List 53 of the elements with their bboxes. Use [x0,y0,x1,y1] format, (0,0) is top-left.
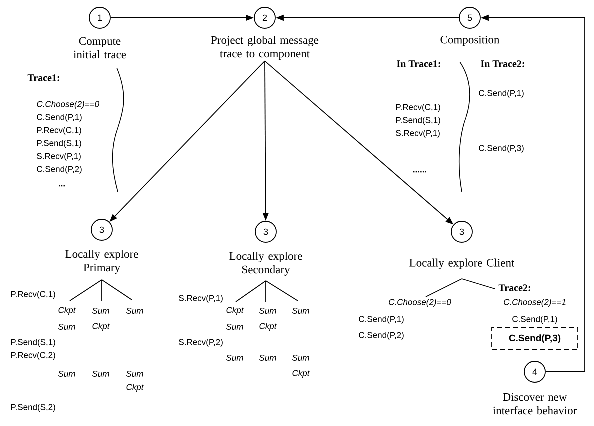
trace-entry: Sum [292,308,310,314]
trace-entry: Sum [226,324,244,330]
trace-entry: C.Send(P,1) [479,90,524,98]
trace-entry: Sum [58,324,76,330]
ellipsis: ...... [414,171,426,173]
trace-entry: Sum [292,355,310,361]
trace-entry: P.Send(S,1) [11,339,56,347]
trace-entry: S.Recv(P,1) [37,153,81,161]
ellipsis: ... [59,185,65,187]
trace-heading: In Trace2: [481,60,524,68]
trace-entry: C.Send(P,2) [359,332,404,340]
step-label: Locally explore Client [410,258,515,270]
step-label: Discover new interface behavior [493,393,578,415]
trace-entry: P.Recv(C,1) [396,104,440,112]
step-label: Composition [440,36,500,46]
trace-entry: Ckpt [126,384,144,392]
trace-entry: C.Send(P,2) [37,166,82,174]
trace-entry: P.Recv(C,1) [11,291,56,299]
step-label: Locally explore Secondary [230,252,302,276]
trace-entry: Sum [92,371,110,377]
trace-entry: Ckpt [58,307,76,315]
step-label: Locally explore Primary [66,250,138,274]
trace-entry: C.Choose(2)==1 [504,299,566,307]
step-label: Project global message trace to component [211,36,319,60]
trace-entry: Ckpt [260,323,278,331]
trace-entry: S.Recv(P,1) [179,295,223,303]
trace-entry: C.Choose(2)==0 [389,299,452,307]
trace-entry: C.Send(P,1) [37,114,82,122]
trace-entry: P.Send(S,2) [11,404,56,412]
trace-heading: Trace1: [28,74,60,82]
trace-entry: P.Recv(C,1) [37,127,82,135]
trace-entry: S.Recv(P,2) [179,339,223,347]
trace-entry: Sum [260,355,276,361]
trace-entry: Sum [126,308,144,314]
trace-entry: P.Send(S,1) [37,140,82,148]
trace-entry: S.Recv(P,1) [396,130,440,138]
trace-entry: Sum [260,308,276,314]
trace-entry: P.Send(S,1) [396,117,440,125]
trace-entry: C.Choose(2)==0 [37,101,100,109]
trace-entry: P.Recv(C,2) [11,352,56,360]
trace-entry: C.Send(P,1) [359,316,404,324]
trace-entry: Sum [126,371,144,377]
trace-entry: Ckpt [92,323,110,331]
trace-entry: Sum [92,308,110,314]
trace-entry: C.Send(P,3) [479,145,524,153]
trace-entry: Ckpt [226,307,244,315]
dashed-box: C.Send(P,3) [492,328,578,350]
trace-entry: Sum [58,371,76,377]
trace-heading: Trace2: [498,284,530,292]
trace-entry: Sum [226,355,244,361]
trace-heading: In Trace1: [397,60,440,68]
step-label: Compute initial trace [74,37,126,59]
trace-entry: Ckpt [292,370,310,378]
